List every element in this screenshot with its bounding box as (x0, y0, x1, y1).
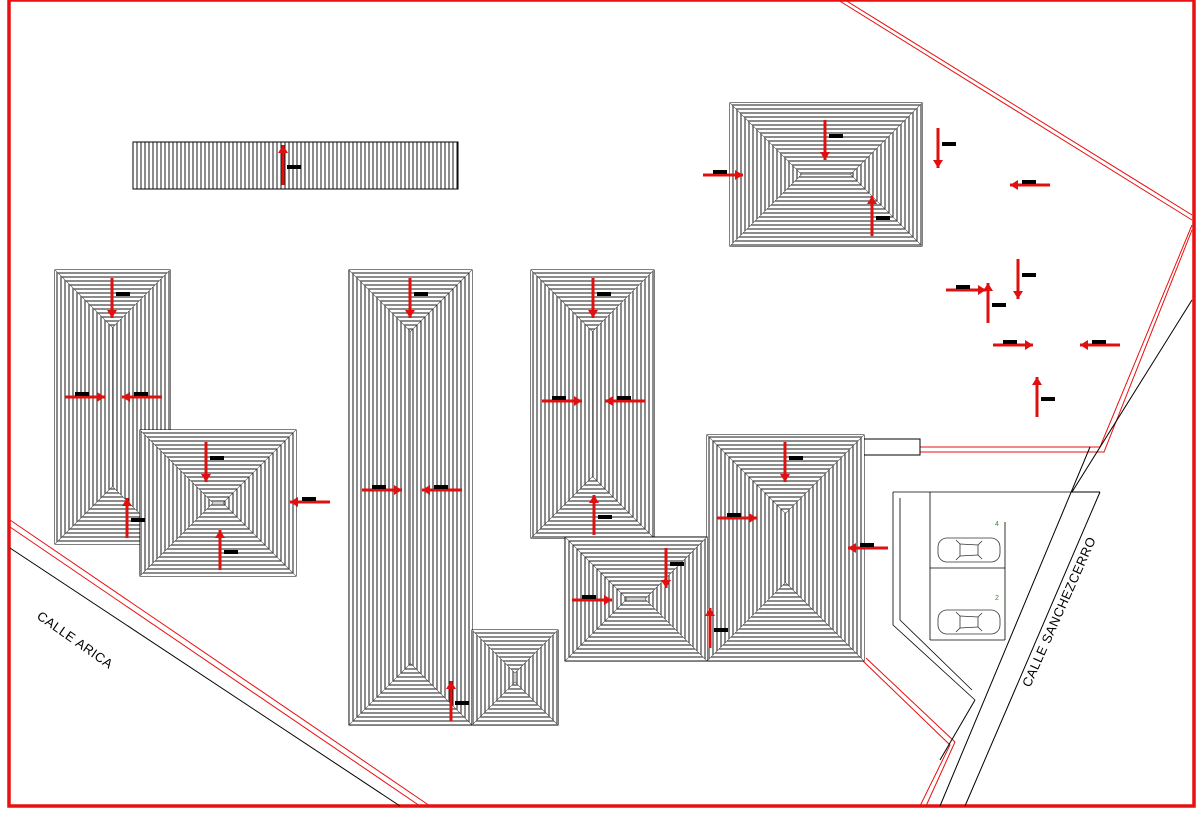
car-icon (937, 537, 1001, 563)
slope-arrow-icon (605, 396, 645, 406)
stall-number-upper: 4 (995, 521, 999, 528)
slope-arrow-icon (946, 285, 986, 295)
slope-arrow-icon (933, 128, 956, 168)
slope-arrow-icon (362, 485, 402, 495)
slope-arrow-icon (993, 340, 1033, 350)
slope-arrow-icon (867, 196, 890, 236)
slope-arrow-icon (661, 548, 684, 588)
roofs (54, 102, 923, 726)
slope-arrow-icon (848, 543, 888, 553)
slope-arrow-icon (542, 396, 582, 406)
slope-arrow-icon (703, 170, 743, 180)
cars (937, 537, 1001, 635)
street-label-sanchez-cerro: CALLE SANCHEZCERRO (1019, 534, 1099, 689)
roof-block-north-east (564, 536, 708, 662)
slope-arrow-icon (122, 498, 145, 538)
slope-arrow-icon (589, 495, 612, 535)
slope-arrow-icon (780, 442, 803, 482)
slope-arrow-icon (717, 513, 757, 523)
roof-block-central (348, 269, 473, 726)
street-edges (9, 299, 1193, 807)
slope-arrow-icon (1010, 180, 1050, 190)
slope-arrow-icon (107, 278, 130, 318)
gate-box (863, 438, 921, 456)
sheet-frame (7, 0, 1196, 808)
slope-arrow-icon (572, 595, 612, 605)
slope-arrow-icon (983, 283, 1006, 323)
slope-arrow-icon (1032, 377, 1055, 417)
slope-arrow-icon (446, 681, 469, 721)
slope-arrow-icon (215, 530, 238, 570)
property-lines (9, 0, 1193, 807)
parking-area (892, 491, 1072, 701)
slope-arrow-icon (122, 392, 162, 402)
slope-arrow-icon (1080, 340, 1120, 350)
stall-number-lower: 2 (995, 595, 999, 602)
slope-arrow-icon (820, 120, 843, 160)
slope-arrow-icon (705, 608, 728, 648)
slope-arrow-icon (588, 278, 611, 318)
slope-arrow-icon (422, 485, 462, 495)
car-icon (937, 609, 1001, 635)
roof-block-central-annex (471, 629, 559, 726)
slope-arrow-icon (201, 442, 224, 482)
slope-arrow-icon (290, 497, 330, 507)
slope-arrow-icon (65, 392, 105, 402)
street-label-arica: CALLE ARICA (34, 608, 116, 672)
roof-block-west-annex (139, 429, 297, 577)
slope-arrows (65, 120, 1120, 721)
slope-arrow-icon (405, 278, 428, 318)
slope-arrow-icon (1013, 259, 1036, 299)
slope-arrow-icon (278, 145, 301, 185)
